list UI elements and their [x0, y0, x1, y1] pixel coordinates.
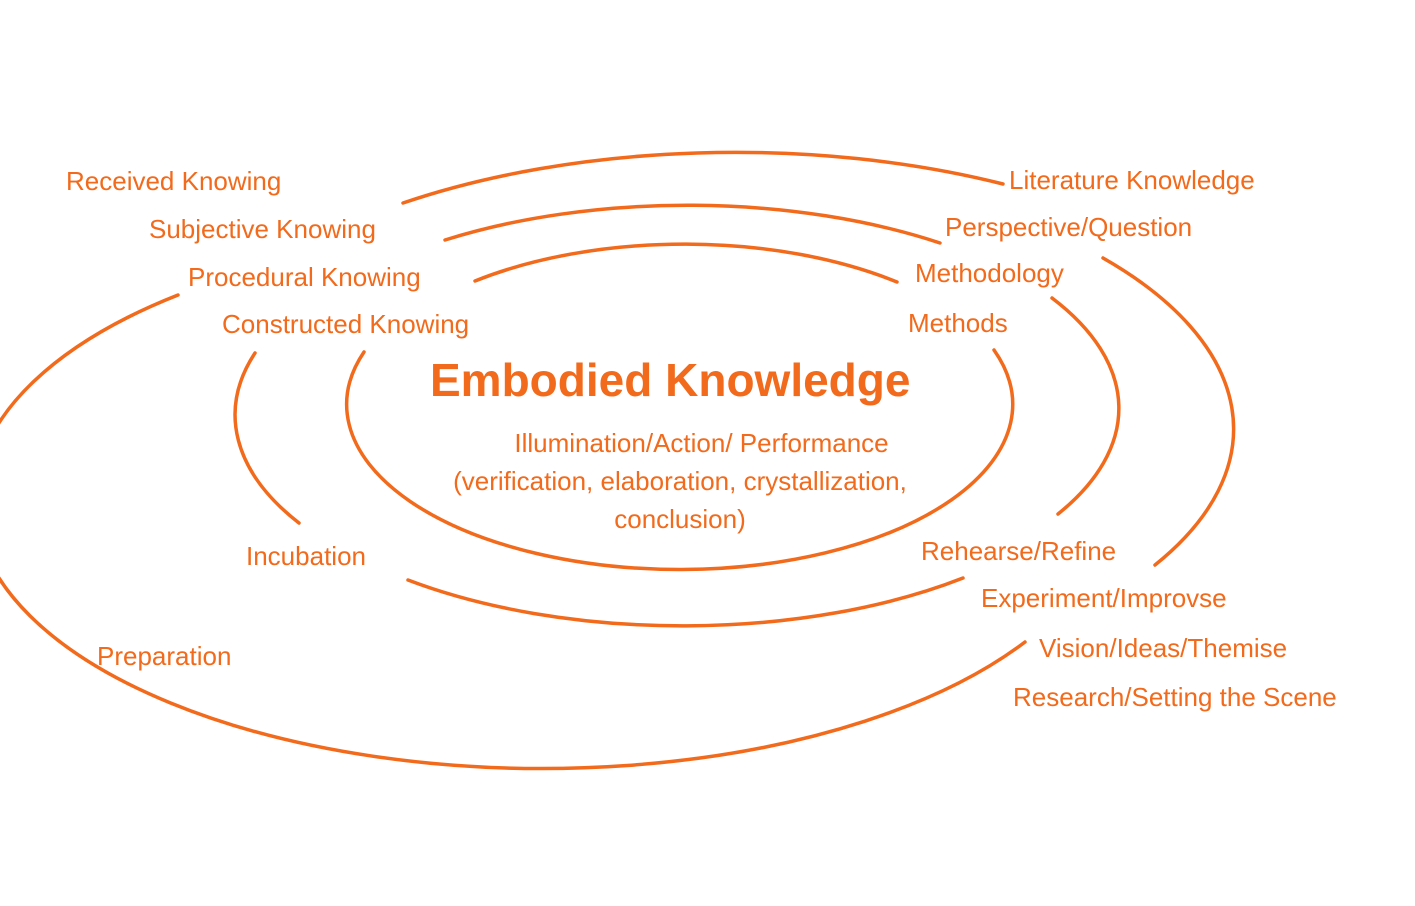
label-methodology: Methodology — [915, 258, 1064, 288]
label-methods: Methods — [908, 308, 1008, 338]
label-incubation: Incubation — [246, 541, 366, 571]
label-constructed-knowing: Constructed Knowing — [222, 309, 470, 339]
label-subjective-knowing: Subjective Knowing — [149, 214, 376, 244]
center-description: Illumination/Action/ Performance (verifi… — [380, 424, 980, 538]
outer-ring-left-bottom-arc — [0, 293, 1027, 771]
inner-ring-bottom-arc — [344, 348, 1015, 572]
inner-ring-top-arc — [473, 242, 899, 284]
center-line-2: (verification, elaboration, crystallizat… — [453, 466, 907, 496]
label-procedural-knowing: Procedural Knowing — [188, 262, 421, 292]
middle-ring-right-arc — [1050, 296, 1121, 516]
center-line-1: Illumination/Action/ Performance — [514, 428, 889, 458]
label-vision-ideas: Vision/Ideas/Themise — [1039, 633, 1288, 663]
label-research-setting: Research/Setting the Scene — [1013, 682, 1337, 712]
label-preparation: Preparation — [97, 641, 232, 671]
label-received-knowing: Received Knowing — [66, 166, 282, 196]
outer-ring-top-arc — [401, 150, 1005, 205]
label-rehearse-refine: Rehearse/Refine — [921, 536, 1117, 566]
middle-ring-left-arc — [233, 351, 301, 525]
diagram-title: Embodied Knowledge — [430, 354, 911, 406]
center-line-3: conclusion) — [614, 504, 746, 534]
middle-ring-top-arc — [443, 203, 942, 245]
middle-ring-bottom-arc — [406, 576, 965, 628]
label-experiment-improvise: Experiment/Improvse — [981, 583, 1227, 613]
label-perspective-question: Perspective/Question — [945, 212, 1193, 242]
label-literature-knowledge: Literature Knowledge — [1009, 165, 1255, 195]
outer-ring-right-arc — [1101, 256, 1236, 567]
